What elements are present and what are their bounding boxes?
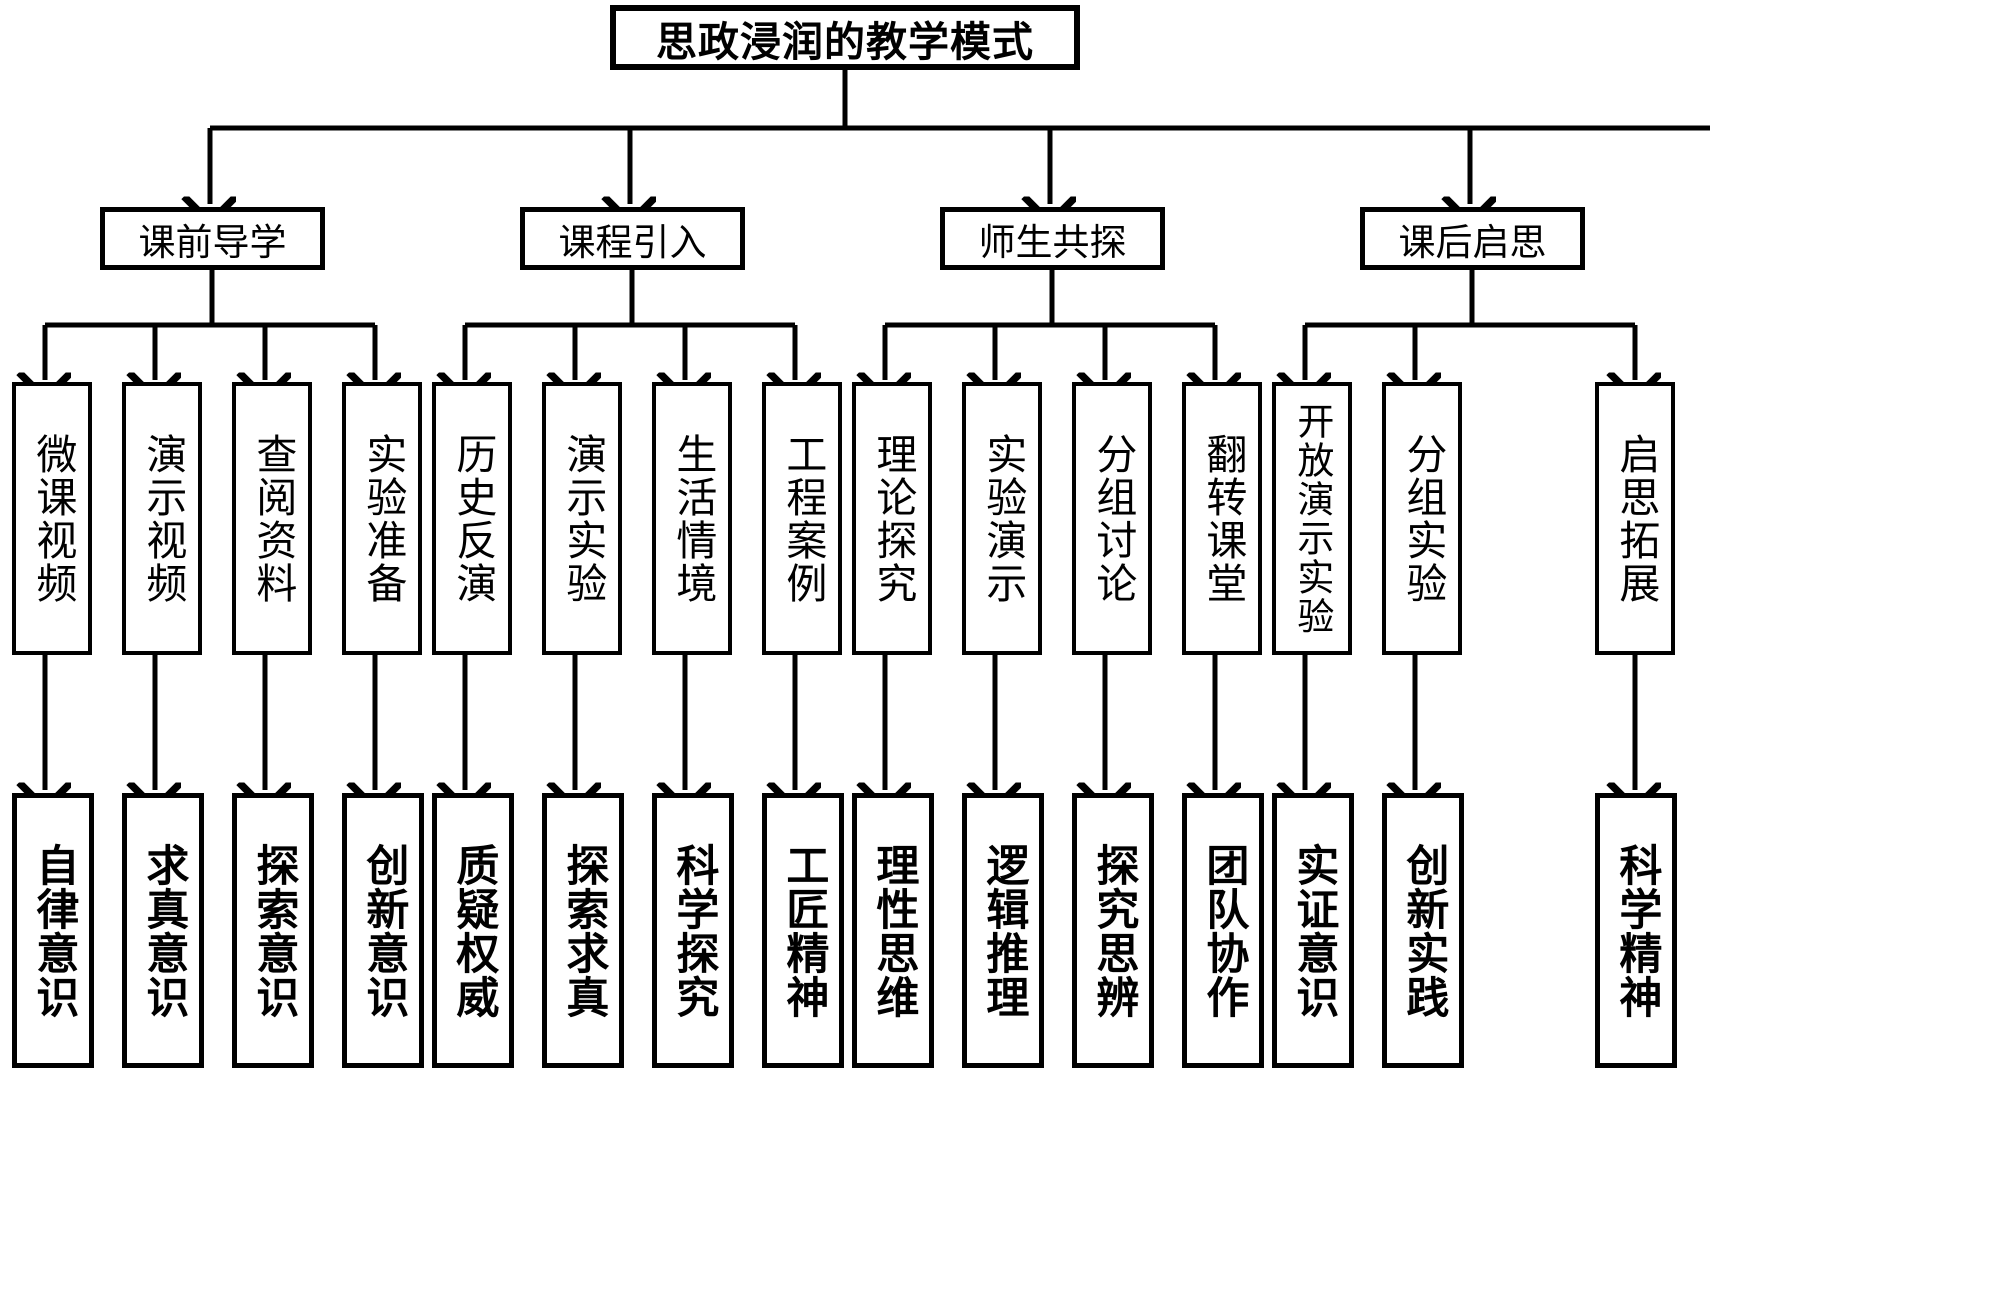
root-node-label: 思政浸润的教学模式 bbox=[656, 17, 1034, 66]
activity-node-2-4[interactable]: 工程案例 bbox=[762, 382, 842, 655]
activity-node-1-3[interactable]: 查阅资料 bbox=[232, 382, 312, 655]
value-node-1-4-label: 创新意识 bbox=[358, 842, 409, 1019]
value-node-1-3-label: 探索意识 bbox=[248, 842, 299, 1019]
stage-node-2[interactable]: 课程引入 bbox=[520, 207, 745, 270]
activity-node-4-2-label: 分组实验 bbox=[1398, 432, 1447, 605]
value-node-3-3-label: 探究思辨 bbox=[1088, 842, 1139, 1019]
activity-node-4-3[interactable]: 启思拓展 bbox=[1595, 382, 1675, 655]
value-node-4-1[interactable]: 实证意识 bbox=[1272, 793, 1354, 1068]
activity-node-3-2[interactable]: 实验演示 bbox=[962, 382, 1042, 655]
stage-node-4-label: 课后启思 bbox=[1398, 220, 1547, 264]
activity-node-1-4[interactable]: 实验准备 bbox=[342, 382, 422, 655]
activity-node-2-4-label: 工程案例 bbox=[778, 432, 827, 605]
value-node-1-2-label: 求真意识 bbox=[138, 842, 189, 1019]
stage-node-3-label: 师生共探 bbox=[978, 220, 1127, 264]
value-node-1-4[interactable]: 创新意识 bbox=[342, 793, 424, 1068]
value-node-1-1-label: 自律意识 bbox=[28, 842, 79, 1019]
activity-node-3-1[interactable]: 理论探究 bbox=[852, 382, 932, 655]
activity-node-3-4-label: 翻转课堂 bbox=[1198, 432, 1247, 605]
value-node-2-2-label: 探索求真 bbox=[558, 842, 609, 1019]
activity-node-2-3[interactable]: 生活情境 bbox=[652, 382, 732, 655]
value-node-3-1[interactable]: 理性思维 bbox=[852, 793, 934, 1068]
activity-node-3-3-label: 分组讨论 bbox=[1088, 432, 1137, 605]
value-node-3-2[interactable]: 逻辑推理 bbox=[962, 793, 1044, 1068]
stage-node-1-label: 课前导学 bbox=[138, 220, 287, 264]
value-node-2-3[interactable]: 科学探究 bbox=[652, 793, 734, 1068]
value-node-2-2[interactable]: 探索求真 bbox=[542, 793, 624, 1068]
activity-node-4-3-label: 启思拓展 bbox=[1611, 432, 1660, 605]
value-node-4-3[interactable]: 科学精神 bbox=[1595, 793, 1677, 1068]
activity-node-2-2-label: 演示实验 bbox=[558, 432, 607, 605]
activity-node-2-1-label: 历史反演 bbox=[448, 432, 497, 605]
value-node-3-4-label: 团队协作 bbox=[1198, 842, 1249, 1019]
value-node-1-3[interactable]: 探索意识 bbox=[232, 793, 314, 1068]
activity-node-3-2-label: 实验演示 bbox=[978, 432, 1027, 605]
value-node-3-4[interactable]: 团队协作 bbox=[1182, 793, 1264, 1068]
value-node-2-1[interactable]: 质疑权威 bbox=[432, 793, 514, 1068]
activity-node-1-4-label: 实验准备 bbox=[358, 432, 407, 605]
root-node-teaching-model[interactable]: 思政浸润的教学模式 bbox=[610, 5, 1080, 70]
value-node-3-1-label: 理性思维 bbox=[868, 842, 919, 1019]
value-node-4-2[interactable]: 创新实践 bbox=[1382, 793, 1464, 1068]
value-node-2-3-label: 科学探究 bbox=[668, 842, 719, 1019]
value-node-3-3[interactable]: 探究思辨 bbox=[1072, 793, 1154, 1068]
stage-node-3[interactable]: 师生共探 bbox=[940, 207, 1165, 270]
activity-node-2-2[interactable]: 演示实验 bbox=[542, 382, 622, 655]
activity-node-3-3[interactable]: 分组讨论 bbox=[1072, 382, 1152, 655]
value-node-2-4-label: 工匠精神 bbox=[778, 842, 829, 1019]
activity-node-1-1-label: 微课视频 bbox=[28, 432, 77, 605]
value-node-2-1-label: 质疑权威 bbox=[448, 842, 499, 1019]
value-node-4-3-label: 科学精神 bbox=[1611, 842, 1662, 1019]
activity-node-1-2[interactable]: 演示视频 bbox=[122, 382, 202, 655]
value-node-1-1[interactable]: 自律意识 bbox=[12, 793, 94, 1068]
value-node-2-4[interactable]: 工匠精神 bbox=[762, 793, 844, 1068]
stage-node-1[interactable]: 课前导学 bbox=[100, 207, 325, 270]
value-node-1-2[interactable]: 求真意识 bbox=[122, 793, 204, 1068]
activity-node-3-4[interactable]: 翻转课堂 bbox=[1182, 382, 1262, 655]
value-node-3-2-label: 逻辑推理 bbox=[978, 842, 1029, 1019]
activity-node-4-1-label: 开放演示实验 bbox=[1290, 401, 1334, 636]
stage-node-2-label: 课程引入 bbox=[558, 220, 707, 264]
stage-node-4[interactable]: 课后启思 bbox=[1360, 207, 1585, 270]
activity-node-2-3-label: 生活情境 bbox=[668, 432, 717, 605]
activity-node-2-1[interactable]: 历史反演 bbox=[432, 382, 512, 655]
activity-node-1-3-label: 查阅资料 bbox=[248, 432, 297, 605]
activity-node-4-2[interactable]: 分组实验 bbox=[1382, 382, 1462, 655]
value-node-4-1-label: 实证意识 bbox=[1288, 842, 1339, 1019]
value-node-4-2-label: 创新实践 bbox=[1398, 842, 1449, 1019]
activity-node-1-2-label: 演示视频 bbox=[138, 432, 187, 605]
activity-node-4-1[interactable]: 开放演示实验 bbox=[1272, 382, 1352, 655]
activity-node-1-1[interactable]: 微课视频 bbox=[12, 382, 92, 655]
activity-node-3-1-label: 理论探究 bbox=[868, 432, 917, 605]
